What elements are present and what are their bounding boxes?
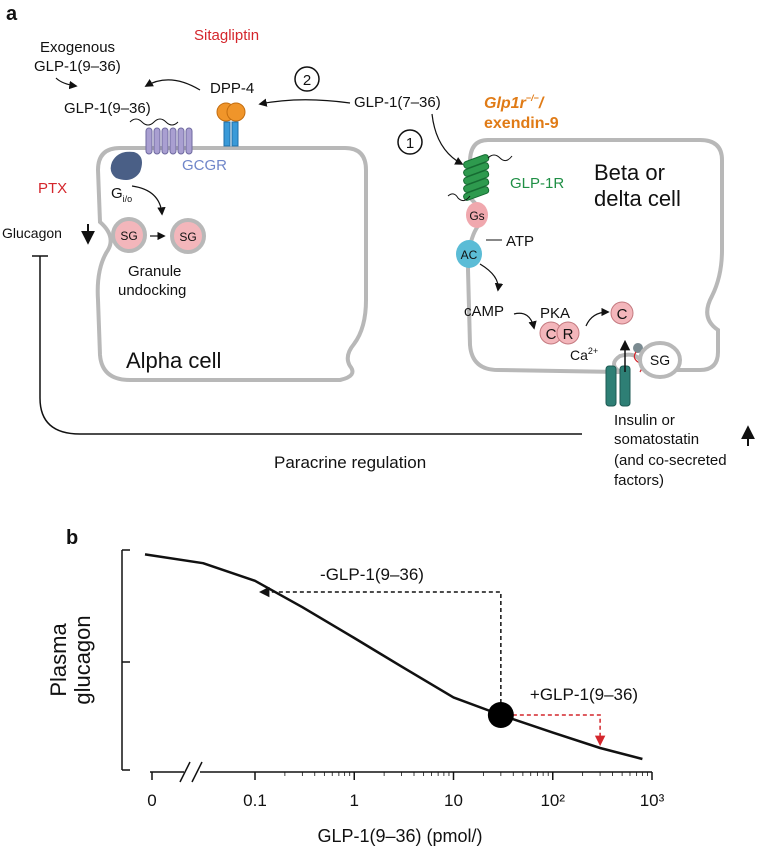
svg-text:R: R [563,326,574,343]
glp1-7-36-label: GLP-1(7–36) [354,94,441,111]
minus-glp1-label: -GLP-1(9–36) [320,565,424,584]
secretory-granule-undocked: SG [170,218,206,254]
pka-release-arrow [585,307,610,327]
x-tick-label-4: 10² [540,791,565,810]
beta-cell-label-line2: delta cell [594,186,681,211]
undocking-label: undocking [118,282,186,299]
paracrine-label: Paracrine regulation [274,453,426,472]
exogenous-label: Exogenous [40,39,115,56]
step1-circle [397,129,423,155]
factors-label: factors) [614,472,664,489]
gcgr-label: GCGR [182,157,227,174]
x-tick-label-3: 10 [444,791,463,810]
svg-text:C: C [546,326,557,343]
x-axis-break-right [191,761,203,783]
atp-label: ATP [506,233,534,250]
gio-arrow [131,185,166,216]
glp1r-activation-arrow [431,113,464,165]
calcium-channel [605,365,631,407]
peptide-squiggle [129,118,179,126]
x-tick-label-2: 1 [350,791,359,810]
glucagon-label: Glucagon [2,225,62,241]
glucagon-chart: Plasmaglucagon 0 0.1 1 10 10² 10³ GLP-1(9–36) (… [46,549,665,846]
y-axis-label: Plasmaglucagon [46,615,95,704]
x-tick-label-0: 0 [147,791,156,810]
glp1r-label: GLP-1R [510,175,564,192]
alpha-cell-outline [95,146,368,382]
adenylate-cyclase: AC [456,240,482,268]
dpp4-label: DPP-4 [210,80,254,97]
exogenous-arrow [55,77,78,90]
camp-label: cAMP [464,303,504,320]
svg-text:AC: AC [461,248,478,262]
paracrine-inhibition-line [39,256,582,435]
step2-number: 2 [303,72,311,89]
pka-label: PKA [540,305,570,322]
glp1r-receptor [447,154,513,202]
gio-protein [110,151,142,180]
gio-label: Gi/o [111,185,132,204]
camp-pka-arrow [513,312,537,330]
plus-glp1-dashed-arrow [512,714,606,747]
svg-text:SG: SG [179,230,196,244]
granule-label: Granule [128,263,181,280]
glp1r-knockout-label: Glp1r−/−/ [484,93,545,112]
alpha-cell-label: Alpha cell [126,348,221,373]
gcgr-receptor [145,127,193,155]
cosecreted-label: (and co-secreted [614,452,727,469]
beta-secretory-granule: SG [638,341,682,379]
glucagon-curve [144,553,643,761]
svg-text:C: C [617,306,628,323]
minus-glp1-dashed-arrow [258,586,502,703]
dpp4-product-arrow [144,78,201,91]
glp1-9-36-label: GLP-1(9–36) [64,100,151,117]
dpp4-enzyme [216,102,246,147]
dpp4-cleavage-arrow [258,98,351,107]
x-axis-break-left [179,761,191,783]
ac-camp-arrow [479,263,504,292]
panel-b-label: b [66,527,78,549]
svg-text:SG: SG [650,352,670,368]
x-axis-label: GLP-1(9–36) (pmol/) [317,826,482,846]
svg-text:Gs: Gs [469,209,484,223]
secretory-granule-docked: SG [111,217,147,253]
insulin-label: Insulin or [614,412,675,429]
plus-glp1-label: +GLP-1(9–36) [530,685,638,704]
panel-a-label: a [6,3,18,25]
calcium-label: Ca2+ [570,346,598,363]
exendin9-label: exendin-9 [484,115,559,132]
x-tick-label-1: 0.1 [243,791,267,810]
pka-holoenzyme: C R [539,321,580,345]
pka-catalytic-subunit: C [610,301,634,325]
svg-text:SG: SG [120,229,137,243]
sitagliptin-label: Sitagliptin [194,27,259,44]
beta-cell-label-line1: Beta or [594,160,665,185]
vesicle-sensor [633,343,643,353]
somatostatin-label: somatostatin [614,431,699,448]
gs-protein: Gs [466,202,488,228]
exogenous-glp1-label: GLP-1(9–36) [34,58,121,75]
x-tick-label-5: 10³ [640,791,665,810]
current-state-marker [487,702,514,728]
step2-circle [294,66,320,92]
step1-number: 1 [406,135,414,152]
ptx-label: PTX [38,180,67,197]
